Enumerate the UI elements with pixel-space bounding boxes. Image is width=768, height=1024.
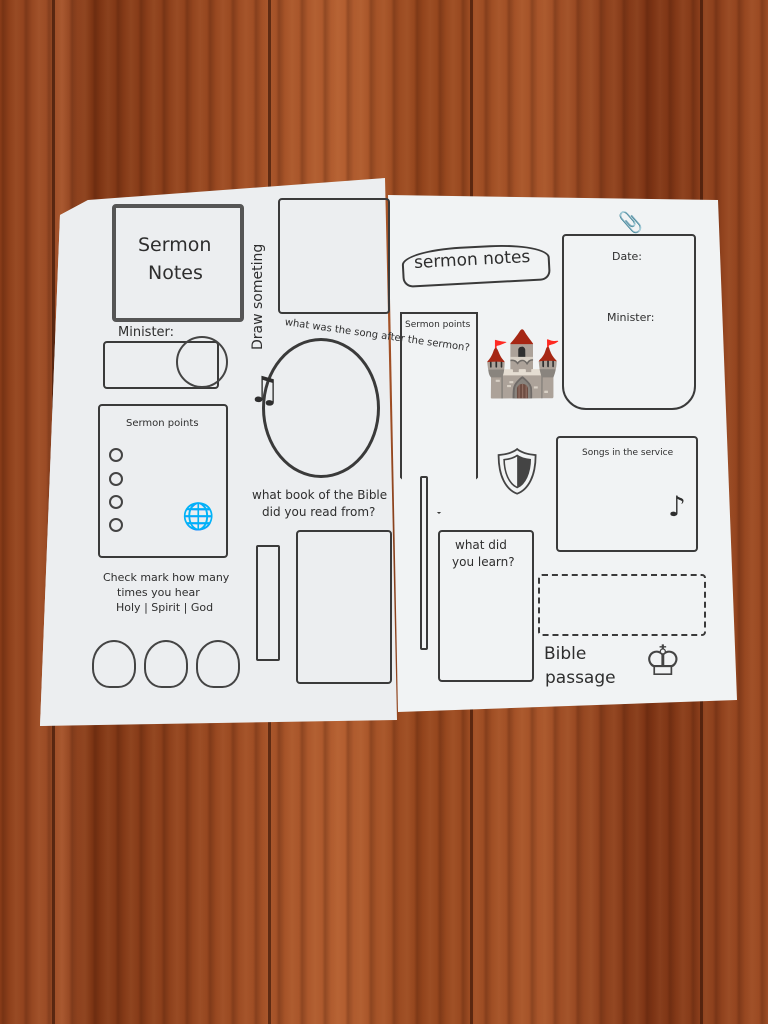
title-line2: Notes bbox=[148, 262, 203, 284]
checkbox-4[interactable] bbox=[109, 518, 123, 532]
date-label: Date: bbox=[612, 250, 642, 263]
checkmark-circle-icon bbox=[176, 336, 228, 388]
music-note-icon: ♪ bbox=[668, 490, 686, 523]
draw-prompt: Draw someting bbox=[250, 243, 266, 350]
bible-book-prompt-line2: did you read from? bbox=[262, 505, 376, 519]
globe-icon: 🌐 bbox=[182, 502, 215, 532]
song-circle[interactable] bbox=[262, 338, 380, 478]
check-mark-line1: Check mark how many bbox=[103, 571, 230, 584]
bible-passage-line1: Bible bbox=[544, 644, 587, 664]
check-mark-line3: Holy | Spirit | God bbox=[116, 601, 214, 614]
shield-icon: 🛡 bbox=[488, 444, 547, 498]
learn-box[interactable] bbox=[438, 530, 534, 682]
binder-clip-icon: 📎 bbox=[618, 210, 643, 234]
checkbox-2[interactable] bbox=[109, 472, 123, 486]
title-line1: Sermon bbox=[138, 234, 212, 256]
lightbulb-icon[interactable] bbox=[144, 640, 188, 688]
crown-icon: ♔ bbox=[644, 636, 682, 685]
bible-book-prompt-line1: what book of the Bible bbox=[252, 488, 388, 502]
learn-prompt-line2: you learn? bbox=[452, 555, 515, 569]
draw-box[interactable] bbox=[278, 198, 390, 314]
notebook-box[interactable] bbox=[296, 530, 392, 684]
songs-label: Songs in the service bbox=[582, 448, 674, 458]
learn-prompt-line1: what did bbox=[455, 538, 507, 552]
sermon-points-label-right: Sermon points bbox=[405, 320, 471, 330]
lightbulb-icon[interactable] bbox=[92, 640, 136, 688]
bible-passage-box[interactable] bbox=[538, 574, 706, 636]
minister-label: Minister: bbox=[118, 325, 175, 340]
music-note-icon: ♫ bbox=[248, 370, 281, 411]
chalkboard bbox=[112, 204, 244, 322]
sermon-points-box bbox=[98, 404, 228, 558]
sermon-points-label: Sermon points bbox=[126, 418, 199, 429]
lightbulb-icon[interactable] bbox=[196, 640, 240, 688]
bible-passage-line2: passage bbox=[545, 668, 616, 688]
checkbox-1[interactable] bbox=[109, 448, 123, 462]
pencil-icon bbox=[256, 545, 280, 661]
paper-note[interactable] bbox=[562, 234, 696, 410]
minister-label-right: Minister: bbox=[607, 311, 655, 324]
castle-icon: 🏰 bbox=[482, 327, 562, 401]
sword-icon bbox=[420, 476, 428, 650]
checkbox-3[interactable] bbox=[109, 495, 123, 509]
songs-box[interactable] bbox=[556, 436, 698, 552]
sermon-points-pennant[interactable] bbox=[400, 312, 478, 514]
check-mark-line2: times you hear bbox=[117, 586, 200, 599]
